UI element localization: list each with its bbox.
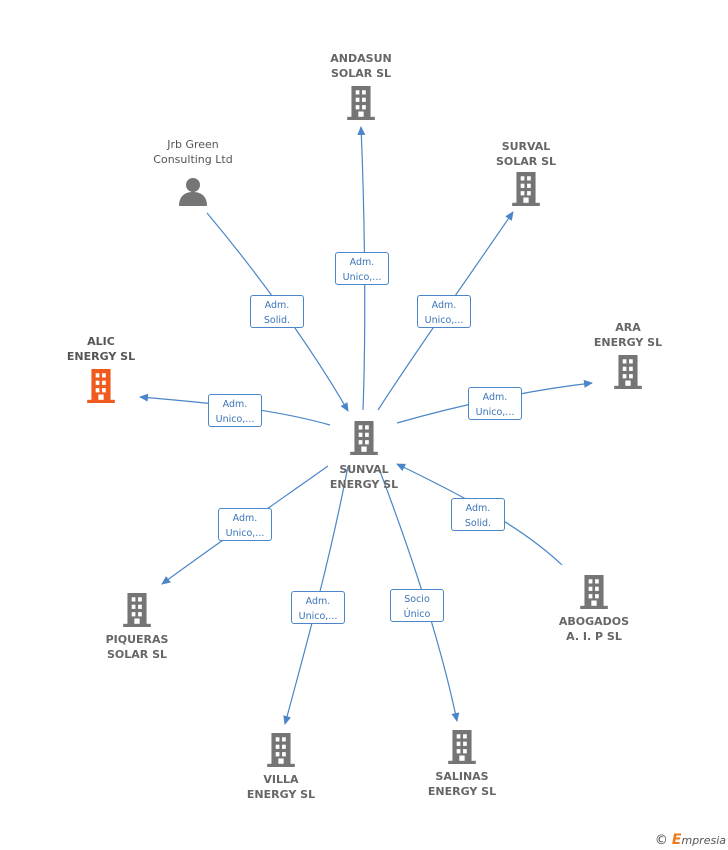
building-icon[interactable] bbox=[345, 86, 377, 124]
node-label: ANDASUN SOLAR SL bbox=[330, 52, 392, 80]
person-icon[interactable] bbox=[178, 176, 208, 210]
edge-label-sunval-piqueras[interactable]: Adm. Unico,... bbox=[218, 508, 272, 541]
edge-label-abogados-sunval[interactable]: Adm. Solid. bbox=[451, 498, 505, 531]
edge-label-sunval-alic[interactable]: Adm. Unico,... bbox=[208, 394, 262, 427]
building-icon[interactable] bbox=[121, 593, 153, 631]
building-icon[interactable] bbox=[510, 172, 542, 210]
building-icon[interactable] bbox=[348, 421, 380, 459]
edge-label-jrb-sunval[interactable]: Adm. Solid. bbox=[250, 295, 304, 328]
edge-label-sunval-andasun[interactable]: Adm. Unico,... bbox=[335, 252, 389, 285]
node-label: SUNVAL ENERGY SL bbox=[329, 463, 399, 491]
node-label: PIQUERAS SOLAR SL bbox=[105, 633, 169, 661]
building-icon[interactable] bbox=[446, 730, 478, 768]
brand-logo-text: mpresia bbox=[681, 834, 726, 847]
edge-label-sunval-ara[interactable]: Adm. Unico,... bbox=[468, 387, 522, 420]
node-label: Jrb Green Consulting Ltd bbox=[153, 138, 233, 166]
node-label: ARA ENERGY SL bbox=[593, 321, 663, 349]
copyright-symbol: © bbox=[654, 833, 668, 848]
node-label: ABOGADOS A. I. P SL bbox=[558, 615, 630, 643]
node-label: VILLA ENERGY SL bbox=[246, 773, 316, 801]
brand-logo-initial: E bbox=[671, 832, 682, 848]
node-label: ALIC ENERGY SL bbox=[66, 335, 136, 363]
edge-label-sunval-villa[interactable]: Adm. Unico,... bbox=[291, 591, 345, 624]
node-label: SALINAS ENERGY SL bbox=[427, 770, 497, 798]
edge-label-sunval-surval[interactable]: Adm. Unico,... bbox=[417, 295, 471, 328]
building-icon[interactable] bbox=[578, 575, 610, 613]
footer-branding: ©Empresia bbox=[655, 832, 726, 848]
building-highlight-icon[interactable] bbox=[85, 369, 117, 407]
node-label: SURVAL SOLAR SL bbox=[495, 140, 557, 168]
edge-label-sunval-salinas[interactable]: Socio Único bbox=[390, 589, 444, 622]
building-icon[interactable] bbox=[612, 355, 644, 393]
building-icon[interactable] bbox=[265, 733, 297, 771]
